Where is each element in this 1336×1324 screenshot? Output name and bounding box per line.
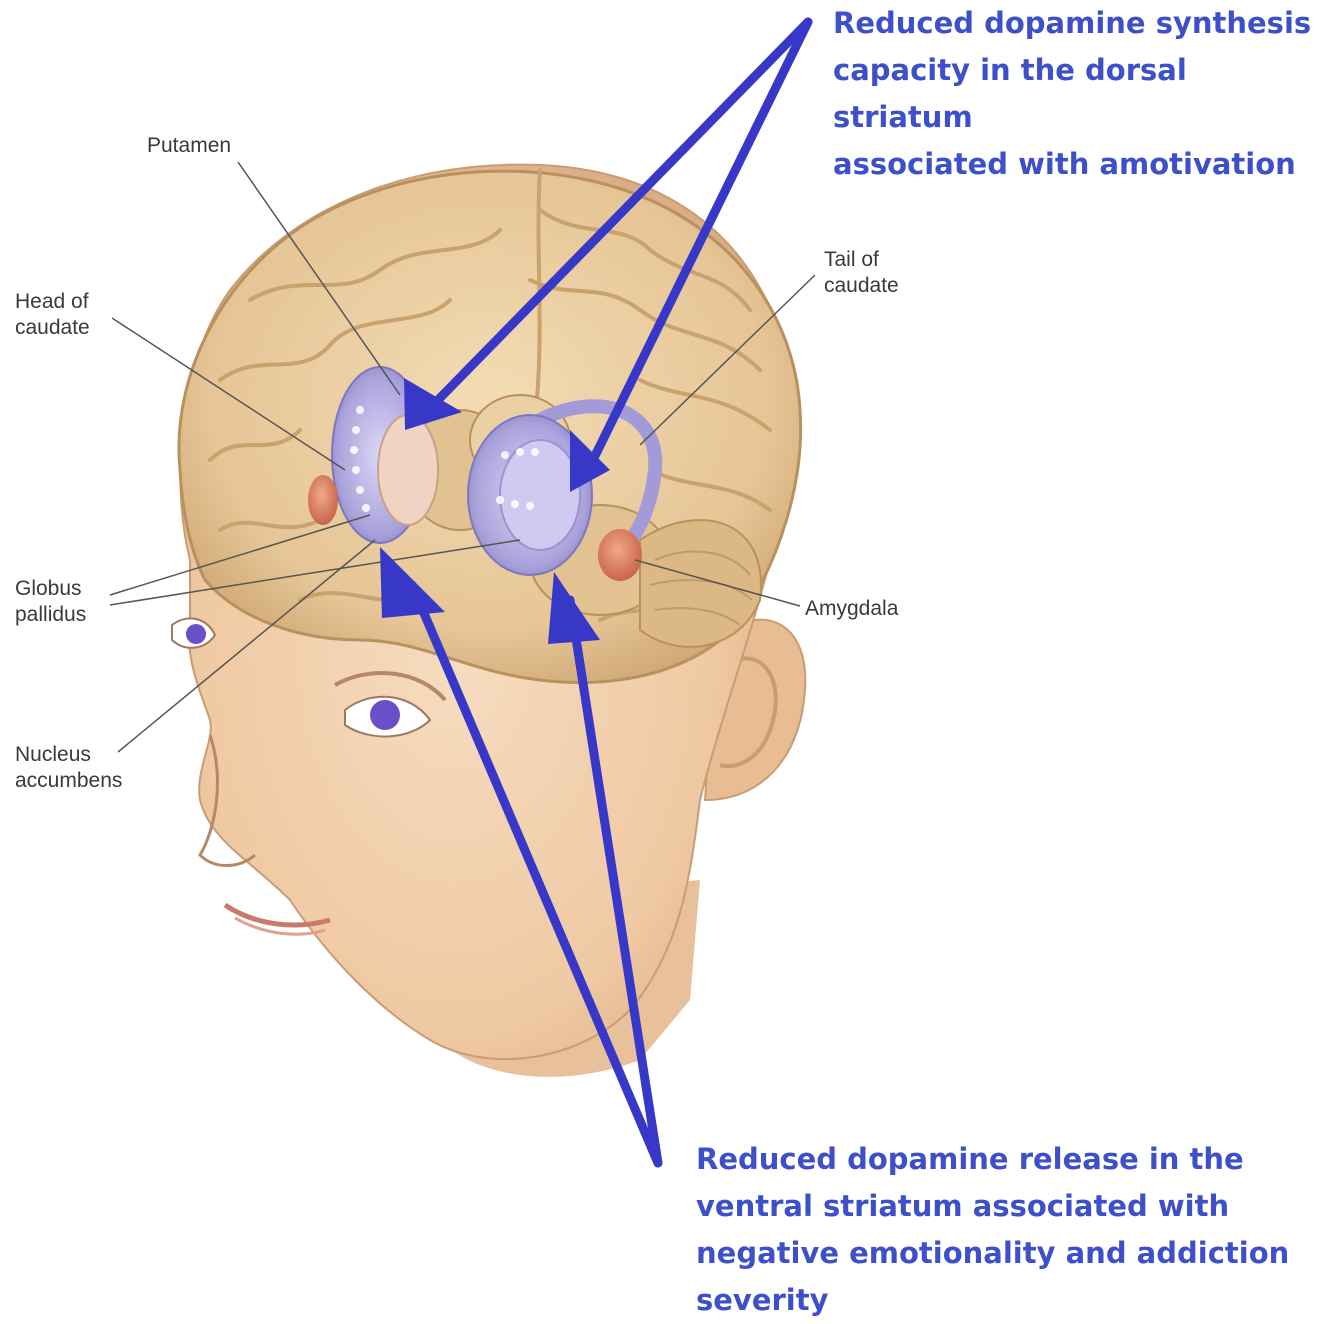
left-globus-pallidus xyxy=(378,415,438,525)
label-amygdala: Amygdala xyxy=(805,596,898,622)
callout-dorsal-striatum: Reduced dopamine synthesis capacity in t… xyxy=(833,0,1336,188)
label-tail-of-caudate: Tail of caudate xyxy=(824,247,899,299)
label-globus-pallidus: Globus pallidus xyxy=(15,576,86,628)
left-amygdala xyxy=(308,475,338,525)
callout-ventral-striatum: Reduced dopamine release in the ventral … xyxy=(696,1136,1289,1324)
label-putamen: Putamen xyxy=(147,133,231,159)
right-amygdala xyxy=(598,529,642,581)
label-head-of-caudate: Head of caudate xyxy=(15,289,90,341)
label-nucleus-accumbens: Nucleus accumbens xyxy=(15,742,122,794)
